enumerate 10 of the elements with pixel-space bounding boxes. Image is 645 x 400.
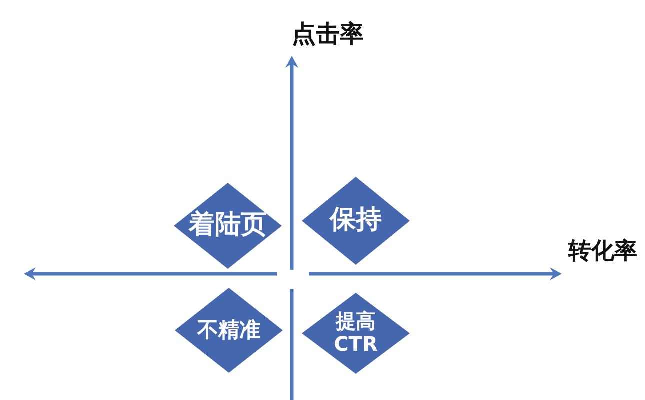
quadrant-diamond bbox=[174, 183, 282, 269]
diamond-label: 着陆页 bbox=[189, 211, 267, 241]
diamond-label: 不精准 bbox=[198, 318, 260, 342]
diamond-label: 提高CTR bbox=[333, 310, 379, 356]
quadrant-diamond bbox=[302, 177, 410, 265]
axis-label: 点击率 bbox=[292, 20, 364, 48]
quadrant-diamond bbox=[302, 292, 410, 374]
diamond-label: 保持 bbox=[330, 206, 382, 236]
quadrant-diamond bbox=[175, 288, 283, 372]
axis-label: 转化率 bbox=[568, 239, 638, 265]
